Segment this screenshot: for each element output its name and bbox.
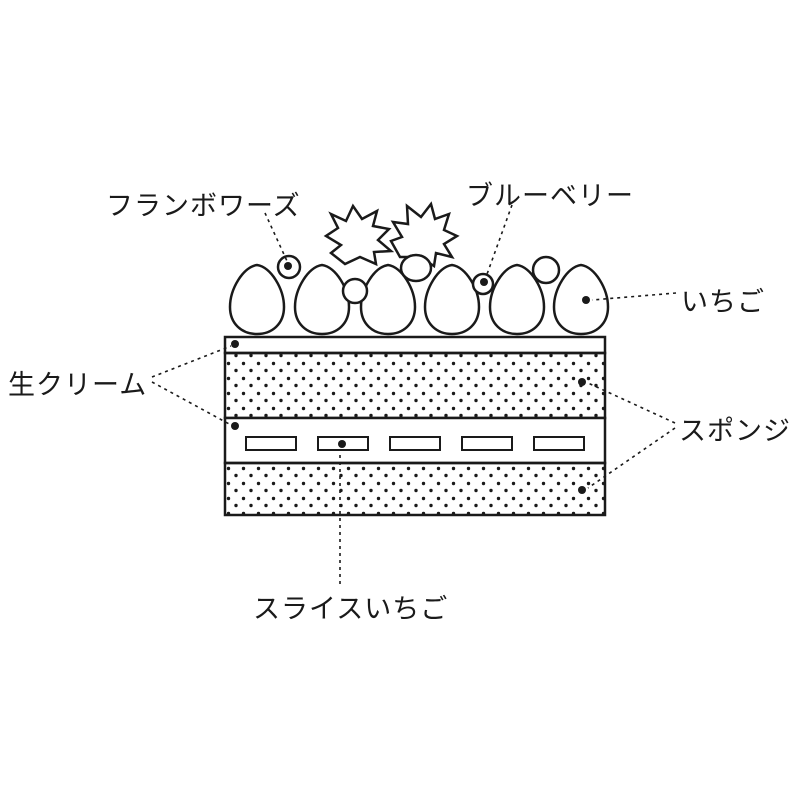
leader-dots — [231, 262, 590, 494]
leader-line-strawberry — [591, 292, 677, 301]
sliced-strawberry-rect — [533, 436, 585, 451]
dot-sponge-lower — [578, 486, 586, 494]
label-sponge: スポンジ — [679, 416, 791, 446]
label-blueberry: ブルーベリー — [466, 181, 634, 211]
leader-line-sponge-upper — [587, 382, 676, 424]
dot-strawberry — [582, 296, 590, 304]
strawberry-shape — [228, 263, 286, 336]
label-strawberry: いちご — [681, 287, 765, 317]
round-berry-shape — [399, 253, 433, 283]
round-berry-shape — [341, 277, 369, 305]
leader-line-blueberry — [485, 204, 513, 278]
leader-line-cream-middle — [151, 381, 232, 426]
sliced-strawberry-rect — [389, 436, 441, 451]
label-cream: 生クリーム — [8, 370, 148, 400]
dot-sliced-strawberry — [338, 440, 346, 448]
dot-sponge-upper — [578, 378, 586, 386]
sponge-layer-upper — [223, 351, 607, 420]
label-framboise: フランボワーズ — [106, 191, 301, 221]
strawberry-shape — [293, 263, 351, 336]
strawberry-shape — [423, 263, 481, 336]
leader-line-cream-top — [151, 345, 232, 378]
dot-cream-top — [231, 340, 239, 348]
cream-layer-top — [223, 335, 607, 355]
strawberry-shape — [552, 263, 610, 336]
sliced-strawberry-rect — [461, 436, 513, 451]
dot-framboise — [284, 262, 292, 270]
dot-blueberry — [480, 278, 488, 286]
round-berry-shape — [531, 255, 561, 285]
leader-line-framboise — [264, 212, 288, 262]
sliced-strawberry-rect — [245, 436, 297, 451]
leaf-decoration — [323, 201, 460, 269]
dot-cream-middle — [231, 422, 239, 430]
sponge-layer-lower — [223, 461, 607, 517]
sliced-strawberries — [245, 436, 585, 451]
label-sliced-strawberry: スライスいちご — [253, 594, 449, 624]
